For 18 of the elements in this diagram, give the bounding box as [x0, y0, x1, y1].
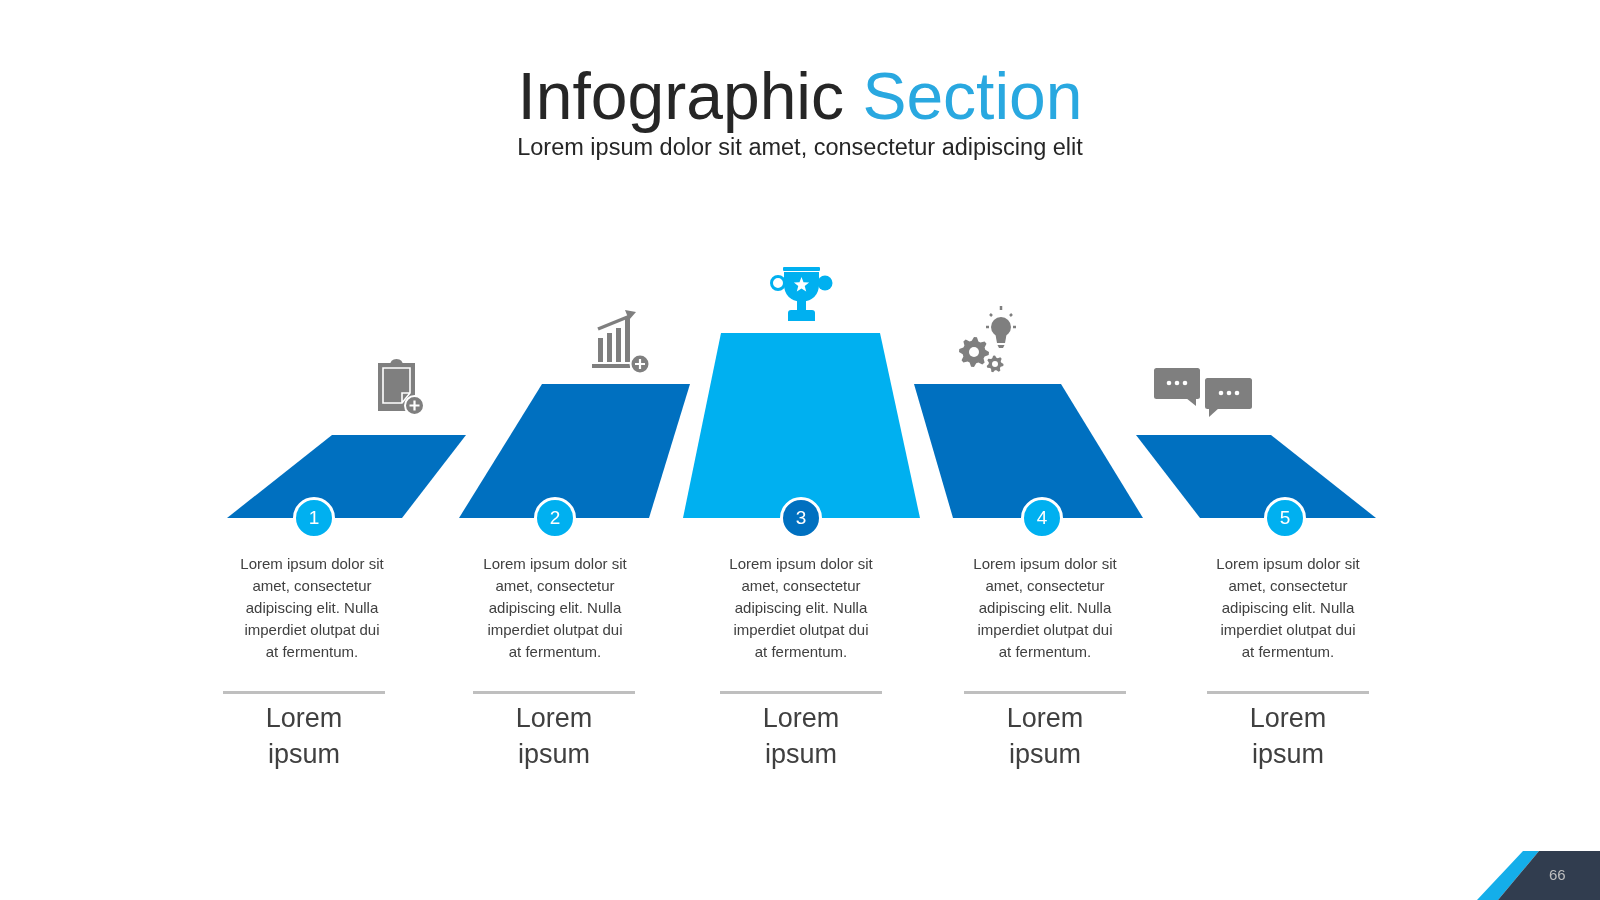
step-heading: Lorem ipsum: [264, 702, 344, 771]
step-description: Lorem ipsum dolor sit amet, consectetur adipiscing elit. Nulla imperdiet olutpat dui at fermentum.: [972, 554, 1118, 662]
step-number: 1: [293, 497, 335, 539]
step-heading: Lorem ipsum: [1005, 702, 1085, 771]
step-number: 2: [534, 497, 576, 539]
step-description: Lorem ipsum dolor sit amet, consectetur adipiscing elit. Nulla imperdiet olutpat dui at fermentum.: [1215, 554, 1361, 662]
page-number: 66: [1549, 866, 1566, 884]
step-heading: Lorem ipsum: [514, 702, 594, 771]
subtitle: Lorem ipsum dolor sit amet, consectetur adipiscing elit: [517, 134, 1083, 161]
step-description: Lorem ipsum dolor sit amet, consectetur adipiscing elit. Nulla imperdiet olutpat dui at fermentum.: [239, 554, 385, 662]
step-number: 5: [1264, 497, 1306, 539]
step-description: Lorem ipsum dolor sit amet, consectetur adipiscing elit. Nulla imperdiet olutpat dui at fermentum.: [728, 554, 874, 662]
step-number: 3: [780, 497, 822, 539]
title: Infographic Section: [517, 56, 1083, 136]
step-heading: Lorem ipsum: [761, 702, 841, 771]
step-heading: Lorem ipsum: [1248, 702, 1328, 771]
step-description: Lorem ipsum dolor sit amet, consectetur adipiscing elit. Nulla imperdiet olutpat dui at fermentum.: [482, 554, 628, 662]
step-number: 4: [1021, 497, 1063, 539]
